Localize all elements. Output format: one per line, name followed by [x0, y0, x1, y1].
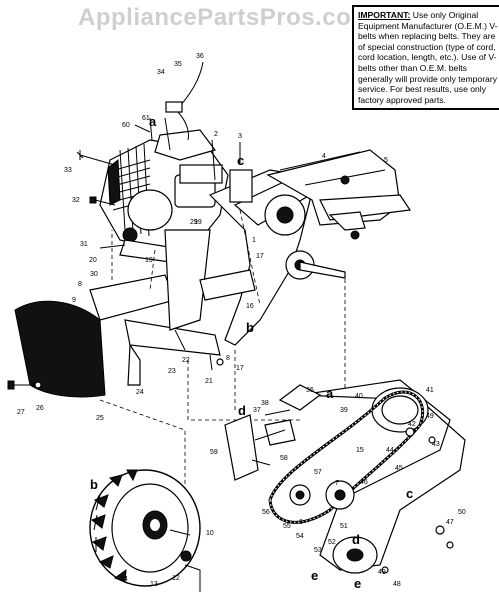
wheel	[89, 469, 201, 592]
oem-belt-notice: IMPORTANT: Use only Original Equipment M…	[352, 5, 499, 111]
callout-c-bottom: c	[406, 486, 413, 501]
cable-clamp	[165, 101, 183, 113]
part-number: 43	[432, 441, 440, 448]
callout-d-left: d	[238, 403, 246, 418]
callout-d-right: d	[352, 532, 360, 547]
belt-guard-bracket	[179, 164, 223, 184]
part-number: 10	[206, 530, 214, 537]
part-number: 27	[17, 409, 25, 416]
part-number: 37	[253, 407, 261, 414]
part-number: 26	[36, 405, 44, 412]
part-number: 38	[261, 400, 269, 407]
callout-b-wheel: b	[90, 477, 98, 492]
part-number: 17	[256, 253, 264, 260]
part-number: 20	[89, 257, 97, 264]
part-number: 17	[236, 365, 244, 372]
part-number: 33	[64, 167, 72, 174]
part-number: 45	[395, 465, 403, 472]
callout-a-top: a	[149, 114, 157, 129]
part-number: 23	[168, 368, 176, 375]
part-number: 22	[182, 357, 190, 364]
tine-shield-flap	[14, 300, 106, 398]
part-number: 58	[280, 455, 288, 462]
part-number: 40	[355, 393, 363, 400]
part-number: 42	[408, 421, 416, 428]
part-number: 51	[340, 523, 348, 530]
part-number: 52	[328, 539, 336, 546]
part-number: 36	[306, 387, 314, 394]
callout-e-right: e	[354, 576, 361, 591]
part-number: 36	[196, 53, 204, 60]
wheel-nut	[180, 550, 192, 562]
part-number: 7	[335, 480, 339, 487]
part-number: 55	[283, 523, 291, 530]
callout-b-top: b	[246, 320, 254, 335]
part-number: 30	[90, 271, 98, 278]
engine-cooling-fins	[111, 143, 151, 237]
part-number: 21	[205, 378, 213, 385]
part-number: 60	[122, 122, 130, 129]
part-number: 25	[96, 415, 104, 422]
callout-e-left: e	[311, 568, 318, 583]
frame	[179, 139, 412, 346]
part-number: 14	[120, 576, 128, 583]
part-number: 15	[356, 447, 364, 454]
part-number: 50	[458, 509, 466, 516]
part-number: 49	[378, 569, 386, 576]
part-number: 47	[446, 519, 454, 526]
part-number: 46	[360, 479, 368, 486]
part-number: 29	[190, 219, 198, 226]
part-number: 49	[426, 413, 434, 420]
part-number: 1	[252, 237, 256, 244]
part-number-labels: 1 2 3 4 5 6 7 8 8 9 10 12 13 14 15 16 17…	[17, 53, 466, 588]
part-number: 5	[384, 157, 388, 164]
notice-heading: IMPORTANT:	[358, 10, 411, 20]
part-number: 24	[136, 389, 144, 396]
part-number: 57	[314, 469, 322, 476]
notice-body: Use only Original Equipment Manufacturer…	[358, 10, 498, 105]
bolt-31	[99, 244, 126, 249]
part-number: 53	[314, 547, 322, 554]
part-number: 48	[393, 581, 401, 588]
hitch-pin	[184, 564, 201, 592]
part-number: 35	[174, 61, 182, 68]
depth-bar-assembly	[89, 229, 256, 386]
part-number: 16	[246, 303, 254, 310]
part-number: 3	[238, 133, 242, 140]
part-number: 34	[157, 69, 165, 76]
part-number: 19	[145, 257, 153, 264]
watermark: AppliancePartsPros.com	[78, 4, 374, 31]
part-number: 32	[72, 197, 80, 204]
idler-bracket	[224, 414, 259, 481]
part-number: 56	[262, 509, 270, 516]
part-number: 44	[386, 447, 394, 454]
part-number: 59	[210, 449, 218, 456]
part-number: 4	[322, 153, 326, 160]
part-number: 12	[172, 575, 180, 582]
part-number: 6	[299, 519, 303, 526]
part-number: 31	[80, 241, 88, 248]
bolt-60	[134, 124, 151, 133]
part-number: 54	[296, 533, 304, 540]
part-number: 39	[340, 407, 348, 414]
part-number: 41	[426, 387, 434, 394]
part-number: 2	[214, 131, 218, 138]
part-number: 19	[194, 219, 202, 226]
bolt-32	[94, 199, 116, 206]
belt-drive	[264, 379, 466, 574]
callout-a-bottom: a	[326, 386, 334, 401]
part-number: 8	[78, 281, 82, 288]
part-number: 13	[150, 581, 158, 588]
part-number: 61	[142, 115, 150, 122]
v-belt	[268, 390, 425, 524]
tine-shaft	[299, 261, 346, 279]
bracket-c	[229, 169, 253, 203]
part-number: 9	[72, 297, 76, 304]
bolt-33	[79, 154, 116, 166]
callout-c-top: c	[237, 153, 244, 168]
part-number: 8	[226, 355, 230, 362]
